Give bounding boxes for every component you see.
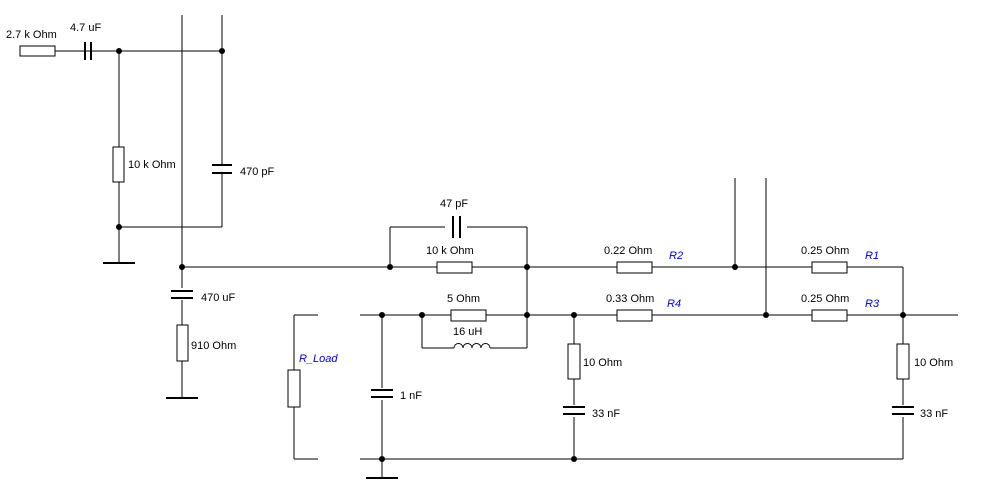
label-c-33n-mid: 33 nF bbox=[592, 408, 620, 420]
resistor-10-right bbox=[896, 343, 910, 380]
label-r-025-top: 0.25 Ohm bbox=[801, 245, 849, 257]
shunt-1n: 1 nF bbox=[366, 315, 422, 479]
label-r-022: 0.22 Ohm bbox=[604, 245, 652, 257]
resistor-10k-shunt bbox=[112, 146, 125, 183]
label-r-910: 910 Ohm bbox=[191, 340, 236, 352]
resistor-r-load bbox=[287, 369, 301, 408]
resistor-r3 bbox=[811, 309, 848, 322]
label-l-16u: 16 uH bbox=[453, 326, 482, 338]
ref-r4: R4 bbox=[667, 298, 681, 310]
label-r-025-bot: 0.25 Ohm bbox=[801, 293, 849, 305]
label-c-470p: 470 pF bbox=[240, 166, 275, 178]
label-r-5: 5 Ohm bbox=[447, 293, 480, 305]
label-r-10-mid: 10 Ohm bbox=[583, 357, 622, 369]
resistor-5 bbox=[450, 309, 487, 322]
ref-r1: R1 bbox=[865, 250, 879, 262]
label-r-in: 2.7 k Ohm bbox=[6, 29, 57, 41]
label-c-33n-right: 33 nF bbox=[920, 408, 948, 420]
ref-r3: R3 bbox=[865, 298, 880, 310]
ref-r-load: R_Load bbox=[299, 353, 338, 365]
label-c-in: 4.7 uF bbox=[70, 22, 101, 34]
resistor-r1 bbox=[811, 261, 848, 274]
zobel-right: 10 Ohm 33 nF bbox=[892, 315, 953, 459]
resistor-10k-fb bbox=[436, 261, 473, 274]
label-r-10k-shunt: 10 k Ohm bbox=[128, 159, 176, 171]
ref-r2: R2 bbox=[669, 250, 683, 262]
resistor-r4 bbox=[616, 309, 653, 322]
resistor-10-mid bbox=[567, 343, 581, 380]
label-r-10-right: 10 Ohm bbox=[914, 357, 953, 369]
emitter-branch: 470 uF 910 Ohm bbox=[166, 264, 236, 399]
resistor-910 bbox=[176, 324, 189, 362]
ground-rail bbox=[360, 456, 903, 462]
load-section: R_Load bbox=[287, 314, 338, 460]
inductor-16u bbox=[453, 343, 491, 349]
resistor-r2 bbox=[616, 261, 653, 274]
label-r-10k-fb: 10 k Ohm bbox=[426, 245, 474, 257]
resistor-2k7 bbox=[19, 45, 56, 57]
upper-rail: 47 pF 10 k Ohm 0.22 Ohm R2 0.25 Ohm R1 bbox=[182, 178, 904, 318]
input-network: 2.7 k Ohm 4.7 uF 10 k Ohm 470 pF bbox=[6, 15, 275, 267]
label-c-470u: 470 uF bbox=[201, 292, 236, 304]
label-c-1n: 1 nF bbox=[400, 390, 422, 402]
label-c-47p: 47 pF bbox=[440, 198, 468, 210]
zobel-mid: 10 Ohm 33 nF bbox=[563, 315, 622, 459]
label-r-033: 0.33 Ohm bbox=[606, 293, 654, 305]
